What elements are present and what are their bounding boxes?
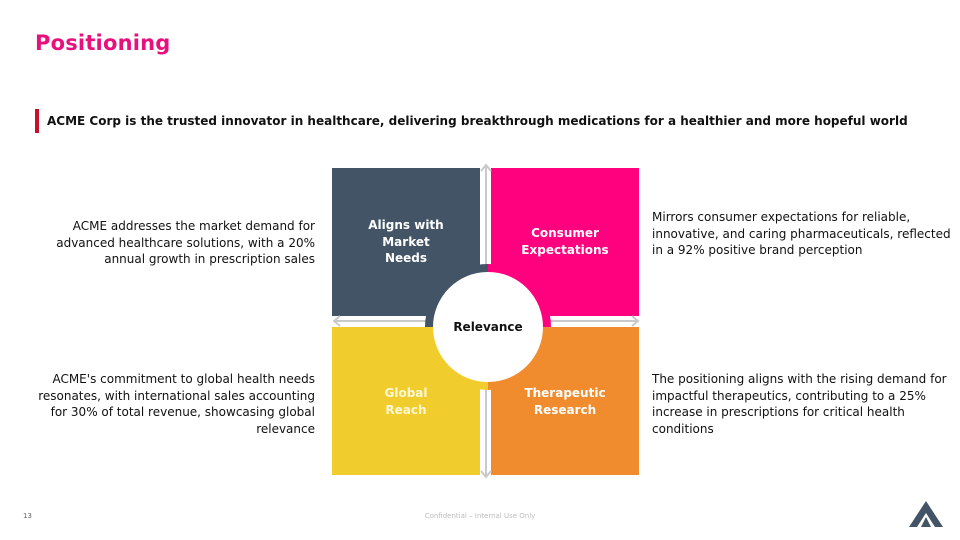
market-needs-description: ACME addresses the market demand for adv…: [56, 219, 315, 267]
relevance-label: Relevance: [453, 320, 523, 334]
tagline-accent-bar: [35, 109, 39, 133]
consumer-expectations-description: Mirrors consumer expectations for reliab…: [652, 210, 951, 258]
quadrant-market-needs: Aligns with Market Needs: [332, 168, 480, 316]
quadrant-therapeutic-research: Therapeutic Research: [491, 327, 639, 475]
quadrant-label: Therapeutic Research: [524, 386, 606, 417]
therapeutic-research-description: The positioning aligns with the rising d…: [652, 372, 947, 436]
quadrant-label: Consumer Expectations: [521, 226, 609, 257]
page-number: 13: [23, 512, 32, 520]
relevance-hub: Relevance: [433, 272, 543, 382]
global-reach-description: ACME's commitment to global health needs…: [38, 372, 315, 436]
quadrant-consumer-expectations: Consumer Expectations: [491, 168, 639, 316]
quadrant-label: Global Reach: [384, 386, 428, 417]
confidentiality-footer: Confidential – Internal Use Only: [424, 512, 536, 520]
positioning-statement: ACME Corp is the trusted innovator in he…: [47, 114, 908, 128]
slide-title: Positioning: [35, 31, 171, 55]
quadrant-label: Aligns with Market Needs: [368, 218, 444, 266]
acme-chevron-logo-icon: [909, 501, 943, 527]
